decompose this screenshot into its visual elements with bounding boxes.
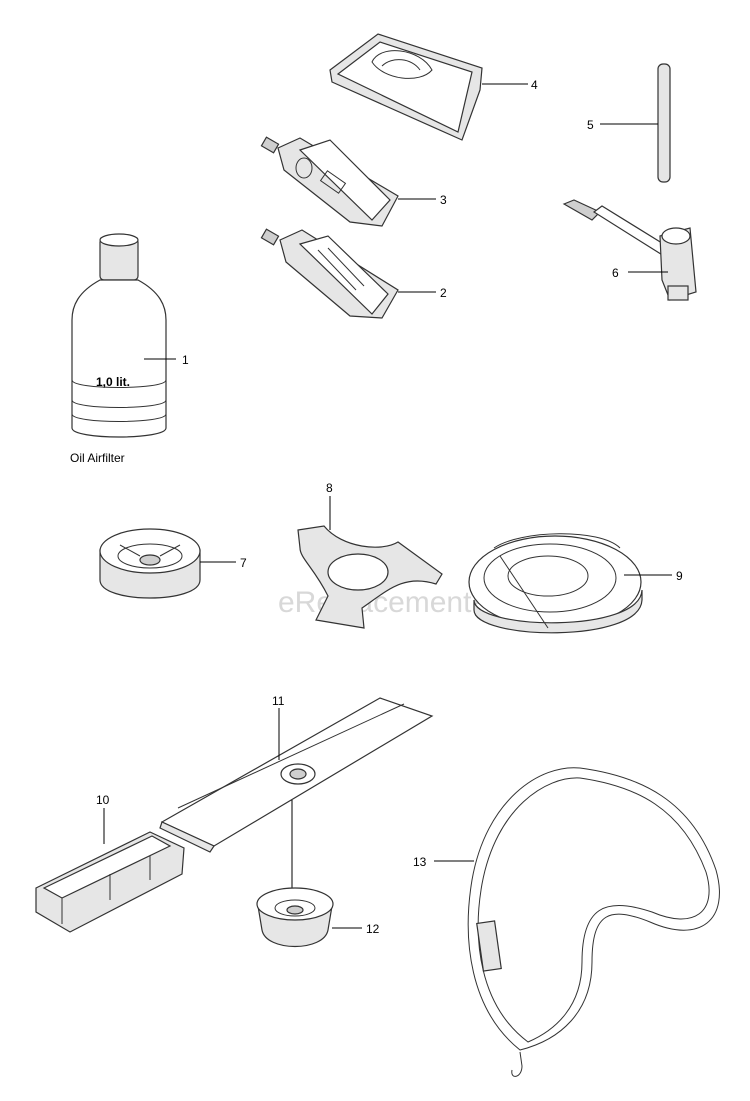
bottle-volume-label: 1,0 lit.	[96, 375, 130, 389]
part-4-cover-bag	[329, 33, 528, 141]
part-1-oil-bottle	[71, 233, 176, 438]
callout-4: 4	[531, 78, 538, 92]
callout-13: 13	[413, 855, 427, 869]
part-8-three-point-blade	[297, 496, 443, 629]
callout-10: 10	[96, 793, 110, 807]
part-12-support-cup	[256, 887, 362, 947]
callout-12: 12	[366, 922, 380, 936]
callout-3: 3	[440, 193, 447, 207]
callout-5: 5	[587, 118, 594, 132]
part-7-disc	[99, 528, 236, 599]
part-6-combination-wrench	[562, 199, 697, 301]
callout-1: 1	[182, 353, 189, 367]
part-11-grass-blade	[159, 697, 434, 890]
part-3-grease-tube	[260, 136, 436, 227]
part-13-shoulder-strap	[434, 767, 720, 1077]
callout-8: 8	[326, 481, 333, 495]
callout-6: 6	[612, 266, 619, 280]
callout-11: 11	[272, 694, 285, 708]
part-9-guard	[468, 533, 672, 634]
callout-7: 7	[240, 556, 247, 570]
bottle-caption: Oil Airfilter	[70, 451, 125, 465]
part-2-grease-tube	[260, 228, 436, 319]
part-5-pin	[600, 63, 671, 183]
part-10-transport-guard	[35, 808, 185, 933]
callout-9: 9	[676, 569, 683, 583]
callout-2: 2	[440, 286, 447, 300]
